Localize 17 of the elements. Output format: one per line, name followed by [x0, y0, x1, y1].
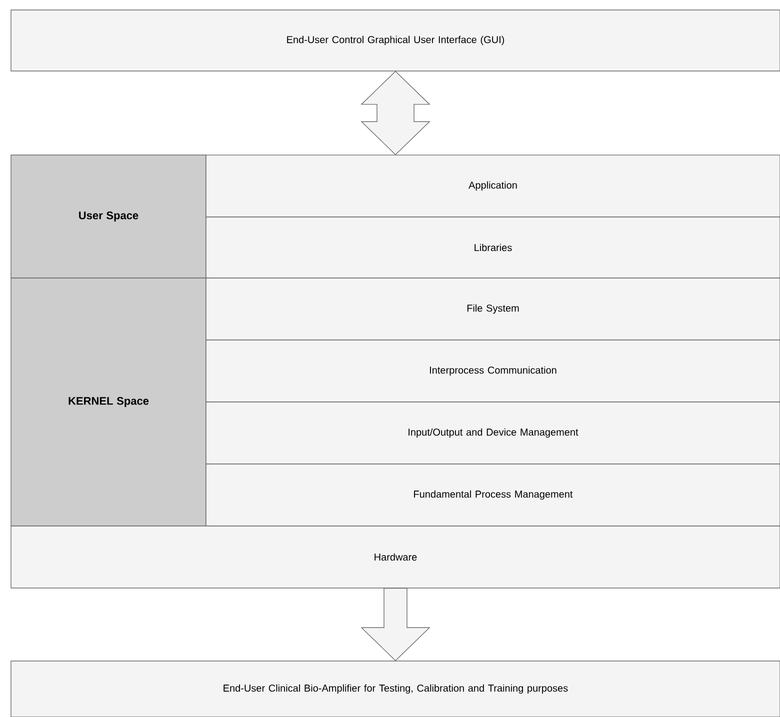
node-label: Interprocess Communication: [430, 366, 556, 376]
layer-box: Interprocess Communication: [206, 340, 780, 402]
layer-box: Fundamental Process Management: [206, 464, 780, 526]
block-arrow: [360, 588, 430, 662]
node-label: File System: [467, 304, 519, 314]
layer-box: Application: [206, 154, 780, 218]
node-label: Libraries: [474, 244, 512, 252]
space-box: User Space: [10, 154, 206, 278]
node-label: Input/Output and Device Management: [408, 428, 578, 438]
layer-box: File System: [206, 278, 780, 340]
layer-box: End-User Control Graphical User Interface (GUI): [10, 10, 780, 72]
node-label: Application: [468, 181, 517, 191]
layer-box: Libraries: [206, 216, 780, 278]
node-label: Fundamental Process Management: [414, 490, 573, 500]
layer-box: Input/Output and Device Management: [206, 402, 780, 464]
layer-box: Hardware: [10, 526, 780, 588]
layer-box: End-User Clinical Bio-Amplifier for Testing, Calibration and Training purposes: [10, 660, 780, 717]
